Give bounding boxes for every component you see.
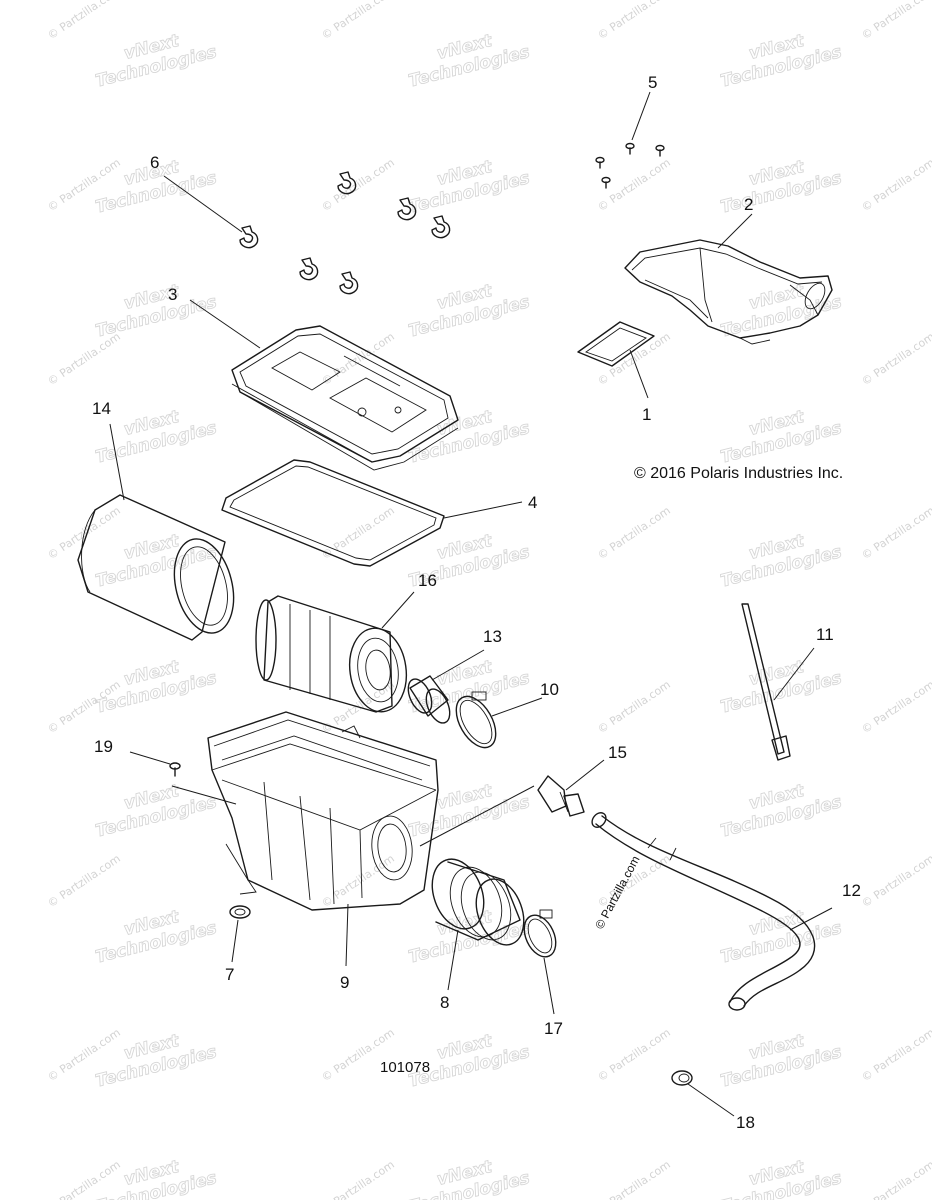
watermark-site: © Partzilla.com: [595, 156, 673, 214]
callout-17: 17: [544, 1019, 563, 1038]
clip-shape: [239, 225, 259, 249]
watermark-site: © Partzilla.com: [859, 1158, 932, 1200]
callout-16: 16: [418, 571, 437, 590]
leader-lines: [109, 91, 833, 1117]
part-1-gasket-plate: [577, 321, 655, 367]
callout-12: 12: [842, 881, 861, 900]
watermark-site: © Partzilla.com: [319, 852, 397, 910]
part-19-screw: [169, 762, 181, 777]
part-14-prefilter: [77, 494, 235, 641]
watermark-site: © Partzilla.com: [595, 678, 673, 736]
part-12-hose: [591, 812, 816, 1011]
callout-11: 11: [816, 625, 834, 644]
callout-2: 2: [744, 195, 753, 214]
watermark-site: © Partzilla.com: [45, 330, 123, 388]
callout-6: 6: [150, 153, 159, 172]
part-7-grommet: [229, 905, 251, 919]
watermark-site: © Partzilla.com: [859, 504, 932, 562]
watermark-site: © Partzilla.com: [595, 1158, 673, 1200]
part-15-valve: [537, 775, 585, 817]
callout-labels: 1 2 3 4 5 6 7 8 9 10 11 12 13 14 15 16 1…: [92, 73, 861, 1132]
inline-partzilla-mark: © Partzilla.com: [592, 853, 642, 931]
clip-shape: [431, 215, 451, 239]
callout-3: 3: [168, 285, 177, 304]
callout-13: 13: [483, 627, 502, 646]
watermark-site: © Partzilla.com: [859, 156, 932, 214]
watermark-site: © Partzilla.com: [859, 1026, 932, 1084]
part-2-inlet-duct: [624, 239, 833, 345]
watermark-site: © Partzilla.com: [595, 1026, 673, 1084]
drawing-number: 101078: [380, 1059, 430, 1076]
part-10-clamp: [455, 691, 497, 749]
clip-shape: [397, 197, 417, 221]
callout-1: 1: [642, 405, 651, 424]
callout-19: 19: [94, 737, 113, 756]
part-8-intake-boot: [431, 858, 525, 946]
clip-shape: [299, 257, 319, 281]
callout-9: 9: [340, 973, 349, 992]
watermark-site: © Partzilla.com: [319, 156, 397, 214]
watermark-site: © Partzilla.com: [45, 0, 123, 42]
clip-shape: [337, 171, 357, 195]
watermark-site: © Partzilla.com: [319, 504, 397, 562]
watermark-site: © Partzilla.com: [859, 678, 932, 736]
callout-7: 7: [225, 965, 234, 984]
part-11-drain-rod: [741, 603, 791, 761]
part-17-clamp: [523, 909, 557, 958]
clip-shape: [339, 271, 359, 295]
watermark-site: © Partzilla.com: [45, 852, 123, 910]
watermark-site: © Partzilla.com: [859, 0, 932, 42]
part-3-airbox-cover: [231, 325, 459, 471]
part-5-screws: [595, 142, 665, 189]
copyright-notice: © 2016 Polaris Industries Inc.: [634, 465, 843, 482]
callout-4: 4: [528, 493, 537, 512]
part-9-airbox-base: [207, 711, 439, 911]
watermark-site: © Partzilla.com: [319, 0, 397, 42]
part-18-hose-clamp: [671, 1070, 693, 1086]
part-16-filter: [255, 595, 408, 713]
callout-14: 14: [92, 399, 111, 418]
watermark-site: © Partzilla.com: [595, 504, 673, 562]
watermark-site: © Partzilla.com: [319, 330, 397, 388]
watermark-site: © Partzilla.com: [859, 330, 932, 388]
callout-15: 15: [608, 743, 627, 762]
part-13-coupler: [407, 675, 451, 724]
part-6-clips: [239, 171, 451, 295]
watermark-site: © Partzilla.com: [859, 852, 932, 910]
callout-18: 18: [736, 1113, 755, 1132]
part-4-seal: [221, 459, 445, 567]
callout-5: 5: [648, 73, 657, 92]
callout-10: 10: [540, 680, 559, 699]
callout-8: 8: [440, 993, 449, 1012]
watermark-site: © Partzilla.com: [319, 1158, 397, 1200]
watermark-site: © Partzilla.com: [595, 0, 673, 42]
